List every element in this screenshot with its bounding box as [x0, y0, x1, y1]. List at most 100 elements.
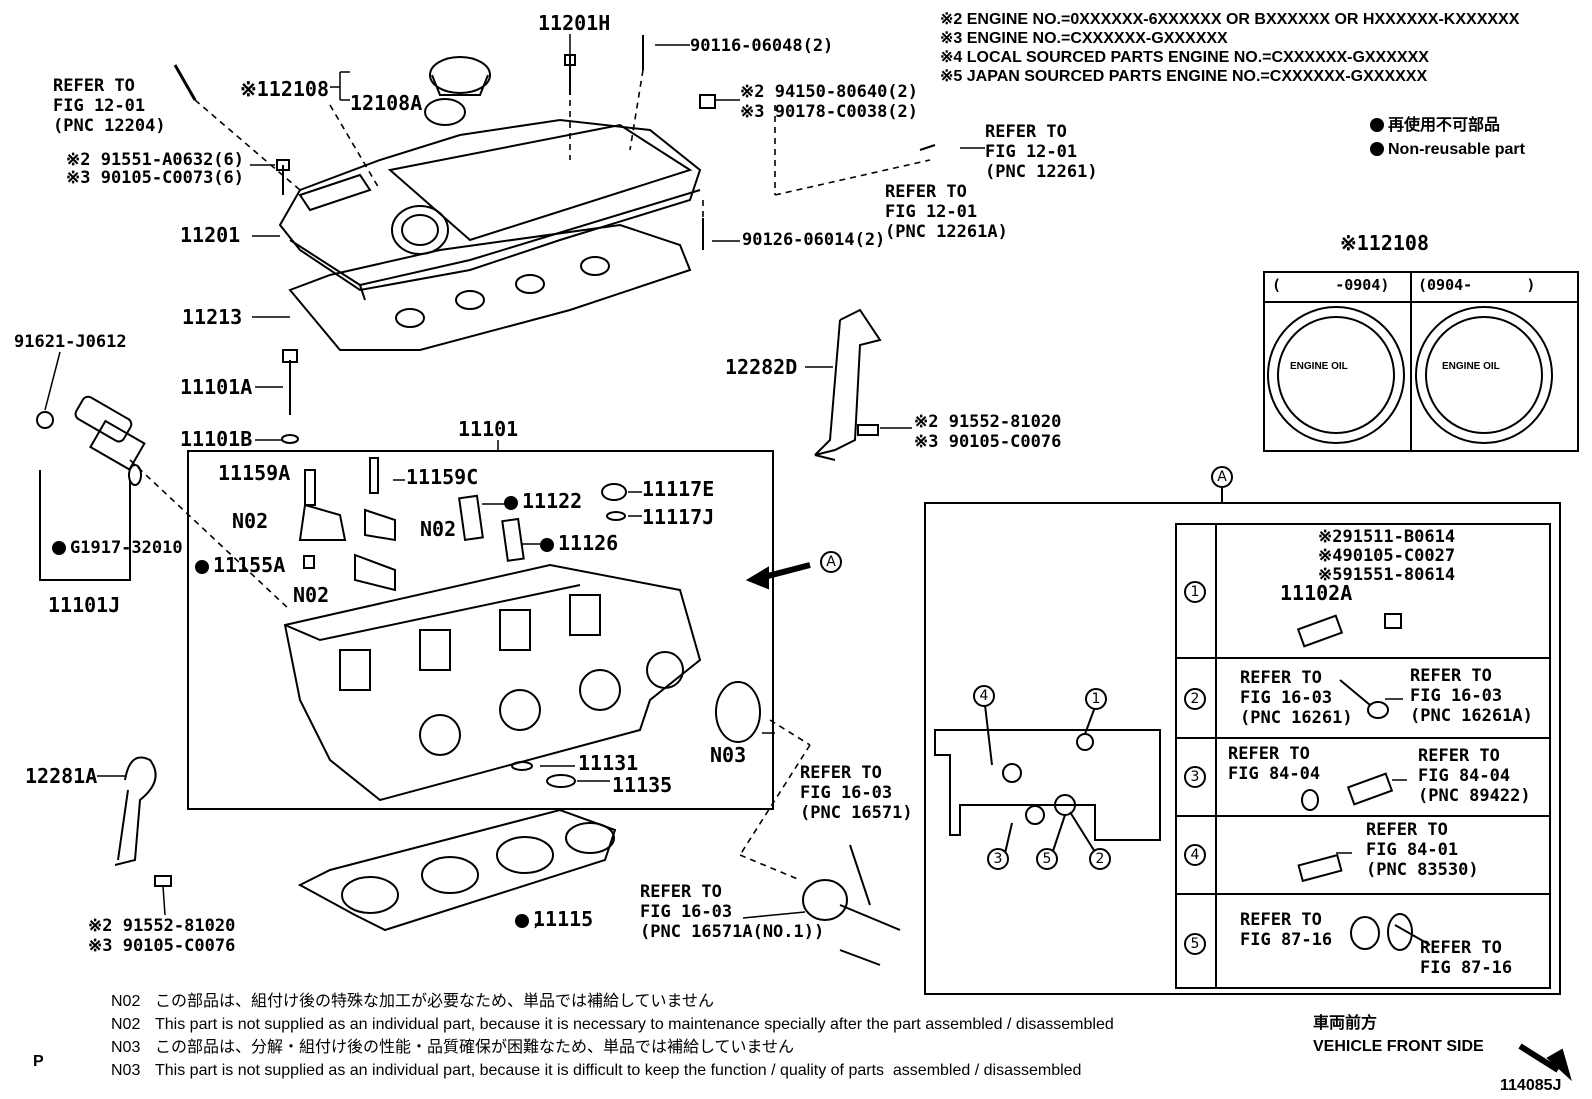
part-91551[interactable]: ※2 91551-A0632(6) [66, 150, 245, 170]
part-N02-a[interactable]: N02 [232, 509, 269, 533]
detail-callout-1[interactable]: 1 [1085, 688, 1107, 710]
note-N03-en-code: N03 [111, 1062, 141, 1079]
part-11131[interactable]: 11131 [578, 751, 639, 775]
detail-row1-pn[interactable]: 11102A [1280, 581, 1353, 605]
part-N03[interactable]: N03 [710, 743, 747, 767]
part-11201H[interactable]: 11201H [538, 11, 611, 35]
detail-A-marker[interactable]: A [1211, 466, 1233, 488]
oil-cap-range-1: ( -0904) [1272, 276, 1390, 294]
bolts-drawing [276, 35, 716, 444]
part-11101J[interactable]: 11101J [48, 593, 121, 617]
part-91552-upper[interactable]: ※2 91552-81020 [914, 412, 1062, 432]
oil-cap-inset-title: ※112108 [1340, 231, 1430, 255]
part-91621[interactable]: 91621-J0612 [14, 332, 127, 352]
engine-note-2: ※2 ENGINE NO.=0XXXXXX-6XXXXXX OR BXXXXXX… [940, 11, 1520, 28]
part-90116[interactable]: 90116-06048(2) [690, 36, 834, 56]
part-G1917[interactable]: G1917-32010 [52, 538, 183, 558]
detail-row4-refer[interactable]: REFER TO FIG 84-01 (PNC 83530) [1366, 820, 1479, 880]
detail-row2-refer-b[interactable]: REFER TO FIG 16-03 (PNC 16261A) [1410, 666, 1533, 726]
non-reusable-dot-icon [52, 541, 66, 555]
refer-pnc-12261[interactable]: REFER TO FIG 12-01 (PNC 12261) [985, 122, 1098, 182]
detail-table [1175, 523, 1551, 989]
note-N02-jp-code: N02 [111, 993, 141, 1010]
part-11117J[interactable]: 11117J [642, 505, 715, 529]
part-11201[interactable]: 11201 [180, 223, 241, 247]
legend-jp-text: 再使用不可部品 [1388, 117, 1501, 134]
part-12108A[interactable]: 12108A [350, 91, 423, 115]
legend-jp: 再使用不可部品 [1370, 116, 1500, 136]
part-N02-b[interactable]: N02 [420, 517, 457, 541]
part-11101B[interactable]: 11101B [180, 427, 253, 451]
refer-pnc-12261a[interactable]: REFER TO FIG 12-01 (PNC 12261A) [885, 182, 1008, 242]
part-N02-c[interactable]: N02 [293, 583, 330, 607]
detail-row2-refer-a[interactable]: REFER TO FIG 16-03 (PNC 16261) [1240, 668, 1353, 728]
cap-box [1263, 271, 1579, 452]
part-11159A[interactable]: 11159A [218, 461, 291, 485]
vehicle-front-jp: 車両前方 [1313, 1015, 1378, 1032]
figure-id: 114085J [1500, 1077, 1562, 1094]
row-marker-1: 1 [1184, 581, 1206, 603]
engine-note-5: ※5 JAPAN SOURCED PARTS ENGINE NO.=CXXXXX… [940, 68, 1428, 85]
part-11122[interactable]: 11122 [504, 490, 582, 512]
part-90105-c0076-lower[interactable]: ※3 90105-C0076 [88, 936, 236, 956]
ocv-drawing [36, 395, 146, 581]
part-11101[interactable]: 11101 [458, 417, 519, 441]
part-12108-note[interactable]: ※112108 [240, 77, 330, 101]
legend-en-text: Non-reusable part [1388, 141, 1525, 158]
detail-row5-refer-b[interactable]: REFER TO FIG 87-16 [1420, 938, 1513, 978]
refer-pnc-16571[interactable]: REFER TO FIG 16-03 (PNC 16571) [800, 763, 913, 823]
detail-head-drawing [934, 704, 1161, 863]
detail-row5-refer-a[interactable]: REFER TO FIG 87-16 [1240, 910, 1333, 950]
head-frame [187, 450, 774, 810]
non-reusable-dot-icon [195, 560, 209, 574]
detail-callout-4[interactable]: 4 [973, 685, 995, 707]
part-11115[interactable]: 11115 [515, 908, 593, 930]
hook-12281A-drawing [114, 756, 172, 887]
part-90105-c0076-upper[interactable]: ※3 90105-C0076 [914, 432, 1062, 452]
non-reusable-dot-icon [515, 914, 529, 928]
part-90105-c0073[interactable]: ※3 90105-C0073(6) [66, 168, 245, 188]
view-A-marker[interactable]: A [820, 551, 842, 573]
part-90126[interactable]: 90126-06014(2) [742, 230, 886, 250]
non-reusable-dot-icon [1370, 118, 1384, 132]
part-11155A-label: 11155A [213, 553, 286, 577]
cylinder-head-drawing [283, 457, 761, 802]
note-N03-jp: この部品は、分解・組付け後の性能・品質確保が困難なため、単品では補給していません [155, 1039, 795, 1056]
oil-cap-drawing [424, 56, 491, 126]
part-91552-lower[interactable]: ※2 91552-81020 [88, 916, 236, 936]
refer-pnc-16571a[interactable]: REFER TO FIG 16-03 (PNC 16571A(NO.1)) [640, 882, 825, 942]
valve-cover-drawing [278, 118, 702, 301]
part-11213[interactable]: 11213 [182, 305, 243, 329]
engine-note-3: ※3 ENGINE NO.=CXXXXXX-GXXXXXX [940, 30, 1228, 47]
part-11126-label: 11126 [558, 531, 619, 555]
note-N02-en-code: N02 [111, 1016, 141, 1033]
note-N03-en: This part is not supplied as an individu… [155, 1062, 1082, 1079]
detail-row3-refer-a[interactable]: REFER TO FIG 84-04 [1228, 744, 1321, 784]
part-11155A[interactable]: 11155A [195, 554, 285, 576]
oil-cap-range-2: (0904- ) [1418, 276, 1536, 294]
part-12282D[interactable]: 12282D [725, 355, 798, 379]
part-11117E[interactable]: 11117E [642, 477, 715, 501]
legend-en: Non-reusable part [1370, 140, 1525, 160]
part-G1917-label: G1917-32010 [70, 538, 183, 558]
detail-callout-2[interactable]: 2 [1089, 848, 1111, 870]
part-94150[interactable]: ※2 94150-80640(2) [740, 82, 919, 102]
part-11126[interactable]: 11126 [540, 532, 618, 554]
cover-gasket-drawing [288, 223, 692, 351]
detail-callout-5[interactable]: 5 [1036, 848, 1058, 870]
detail-row1-parts[interactable]: ※291511-B0614 ※490105-C0027 ※591551-8061… [1318, 527, 1456, 585]
refer-pnc-12204[interactable]: REFER TO FIG 12-01 (PNC 12204) [53, 76, 166, 136]
part-11115-label: 11115 [533, 907, 594, 931]
part-12281A[interactable]: 12281A [25, 764, 98, 788]
row-marker-4: 4 [1184, 844, 1206, 866]
non-reusable-dot-icon [1370, 142, 1384, 156]
part-90178[interactable]: ※3 90178-C0038(2) [740, 102, 919, 122]
part-11159C[interactable]: 11159C [406, 465, 479, 489]
part-11135[interactable]: 11135 [612, 773, 673, 797]
head-gasket-drawing [297, 808, 617, 932]
detail-callout-3[interactable]: 3 [987, 848, 1009, 870]
detail-row3-refer-b[interactable]: REFER TO FIG 84-04 (PNC 89422) [1418, 746, 1531, 806]
non-reusable-dot-icon [504, 496, 518, 510]
part-11101A[interactable]: 11101A [180, 375, 253, 399]
